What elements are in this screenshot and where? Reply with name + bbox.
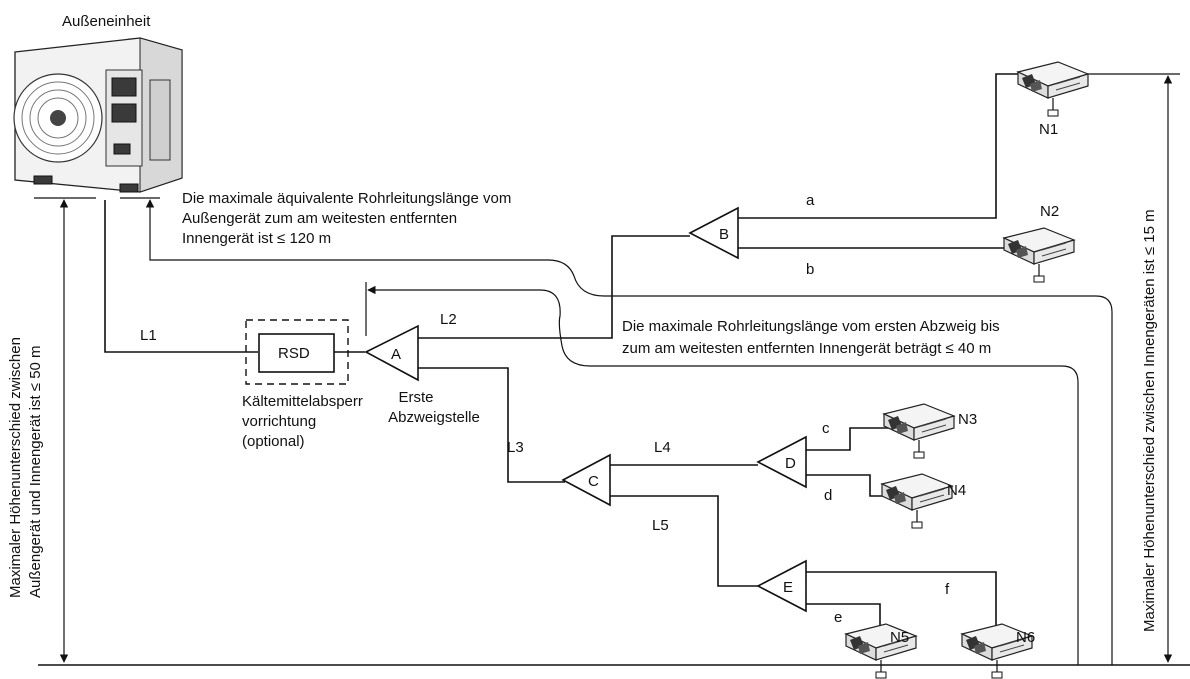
max-equiv-length-2: Außengerät zum am weitesten entfernten: [182, 210, 457, 227]
pipe-l5-label: L5: [652, 517, 669, 534]
height-dimension-left: [34, 197, 160, 663]
first-branch-caption-1: Erste: [398, 389, 433, 406]
pipe-l2-label: L2: [440, 311, 457, 328]
pipe-l1-label: L1: [140, 327, 157, 344]
pipe-l4-label: L4: [654, 439, 671, 456]
branch-e: E: [756, 559, 807, 613]
branch-pipe-a-label: a: [806, 192, 815, 209]
rsd-caption-1: Kältemittelabsperr: [242, 393, 363, 410]
rsd-device: RSD: [245, 319, 349, 385]
right-height-caption: Maximaler Höhenunterschied zwischen Inne…: [1141, 209, 1158, 632]
branch-b-label: B: [719, 226, 729, 243]
outdoor-unit-label: Außeneinheit: [62, 13, 151, 30]
outdoor-unit: Außeneinheit: [13, 13, 183, 193]
indoor-unit-n1: [1017, 61, 1089, 117]
branch-pipe-c-label: c: [822, 420, 830, 437]
branch-e-label: E: [783, 579, 793, 596]
indoor-unit-n6: [961, 623, 1033, 679]
branch-a-label: A: [391, 346, 401, 363]
indoor-unit-n4-label: N4: [947, 482, 966, 499]
length-arrows: [145, 199, 1113, 665]
pipe-network: [104, 73, 1020, 636]
indoor-unit-n5-label: N5: [890, 629, 909, 646]
pipe-l3-label: L3: [507, 439, 524, 456]
left-height-caption-2: Außengerät und Innengerät ist ≤ 50 m: [27, 345, 44, 598]
rsd-caption-3: (optional): [242, 433, 305, 450]
indoor-unit-n2: [1003, 227, 1075, 283]
height-dimension-right: [1072, 73, 1180, 663]
branch-d: D: [756, 435, 807, 489]
left-height-caption-1: Maximaler Höhenunterschied zwischen: [7, 337, 24, 598]
first-branch-caption-2: Abzweigstelle: [388, 409, 480, 426]
indoor-unit-n4: [881, 473, 953, 529]
indoor-unit-n6-label: N6: [1016, 629, 1035, 646]
max-equiv-length-1: Die maximale äquivalente Rohrleitungslän…: [182, 190, 511, 207]
branch-a: A: [364, 324, 419, 382]
branch-d-label: D: [785, 455, 796, 472]
branch-b: B: [688, 206, 739, 260]
indoor-unit-n1-label: N1: [1039, 121, 1058, 138]
max-equiv-length-3: Innengerät ist ≤ 120 m: [182, 230, 331, 247]
branch-pipe-d-label: d: [824, 487, 832, 504]
branch-pipe-e-label: e: [834, 609, 842, 626]
branch-pipe-b-label: b: [806, 261, 814, 278]
branch-pipe-f-label: f: [945, 581, 950, 598]
branch-c: C: [561, 453, 611, 507]
max-after-first-branch-1: Die maximale Rohrleitungslänge vom erste…: [622, 318, 1000, 335]
indoor-unit-n5: [845, 623, 917, 679]
max-after-first-branch-2: zum am weitesten entfernten Innengerät b…: [622, 340, 991, 357]
rsd-label: RSD: [278, 345, 310, 362]
indoor-unit-n3-label: N3: [958, 411, 977, 428]
branch-c-label: C: [588, 473, 599, 490]
indoor-unit-n3: [883, 403, 955, 459]
indoor-unit-n2-label: N2: [1040, 203, 1059, 220]
rsd-caption-2: vorrichtung: [242, 413, 316, 430]
